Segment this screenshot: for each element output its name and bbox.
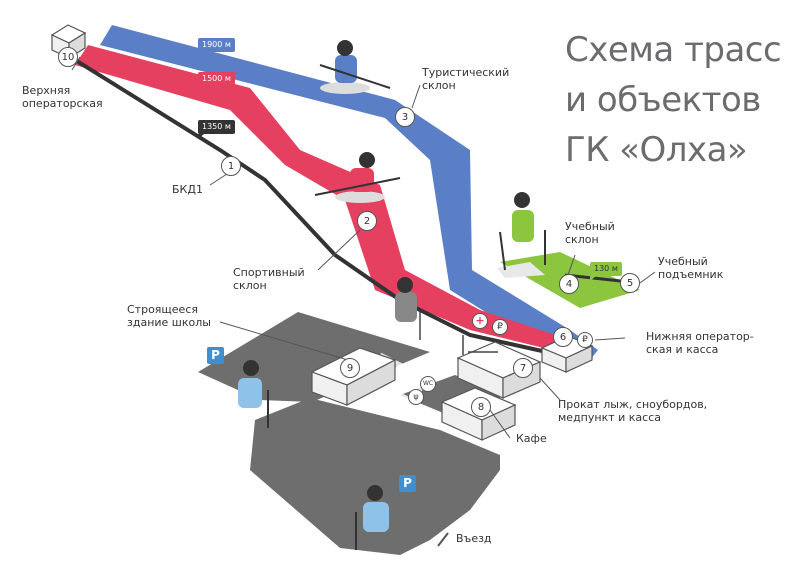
tag-tourist-length: 1900 м [198,38,235,57]
marker-4[interactable]: 4 [559,274,579,294]
marker-10[interactable]: 10 [58,47,78,67]
marker-9[interactable]: 9 [340,358,360,378]
marker-8[interactable]: 8 [471,397,491,417]
skier-icon [238,360,269,428]
marker-6[interactable]: 6 [553,327,573,347]
rouble-icon[interactable]: ₽ [577,332,593,348]
cross-icon[interactable]: + [472,313,488,329]
skier-icon [355,485,389,550]
marker-1[interactable]: 1 [221,156,241,176]
fork-knife-icon[interactable]: ψ [408,389,424,405]
label-bottom-operator: Нижняя оператор-ская и касса [646,330,754,356]
wc-icon[interactable]: WC [420,376,436,392]
ground-area [198,312,505,555]
training-slope-shadow [497,262,545,278]
label-bkd: БКД1 [172,183,203,196]
label-rental: Прокат лыж, сноубордов,медпункт и касса [558,398,708,424]
rouble-icon[interactable]: ₽ [492,319,508,335]
skier-icon [499,192,546,271]
marker-2[interactable]: 2 [357,211,377,231]
bkd1-lift-line [70,56,561,357]
sport-slope[interactable] [75,45,565,352]
skier-icon [314,152,401,203]
map-title-line-2: и объектов [565,80,761,120]
tag-bkd-length: 1350 м [198,120,235,139]
tag-sport-length: 1500 м [198,72,235,91]
skier-icon [395,277,417,322]
marker-3[interactable]: 3 [395,107,415,127]
marker-7[interactable]: 7 [513,358,533,378]
tourist-slope[interactable] [100,25,598,360]
map-title-line-3: ГК «Олха» [565,130,748,170]
fence-posts [419,312,498,355]
label-entrance: Въезд [456,532,492,545]
map-title-line-1: Схема трасс [565,30,782,70]
label-cafe: Кафе [516,432,547,445]
skier-icon [319,40,391,94]
parking-icon[interactable]: P [207,347,224,364]
tag-training-length: 130 м [590,262,622,281]
marker-5[interactable]: 5 [620,273,640,293]
parking-icon[interactable]: P [399,475,416,492]
